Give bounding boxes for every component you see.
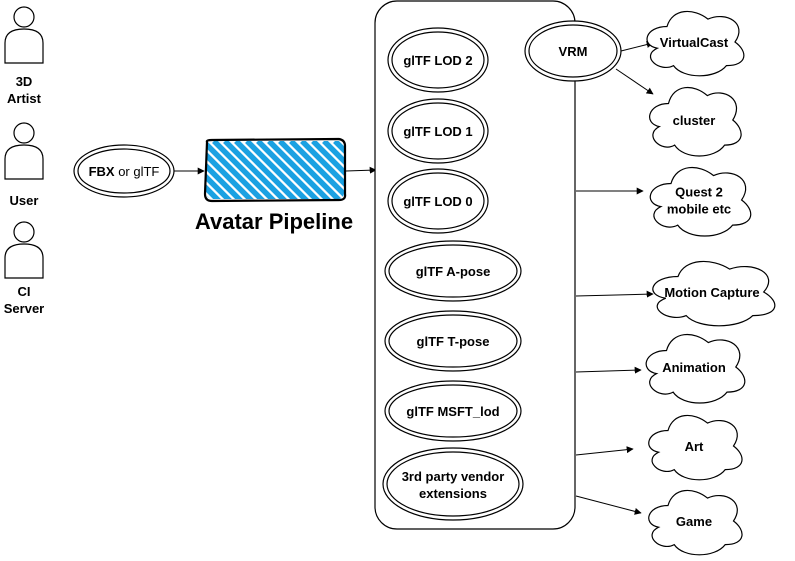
target-label: Motion Capture <box>664 285 759 300</box>
edge-pipeline-to-outputs <box>345 166 377 174</box>
hatch-line <box>278 141 342 199</box>
actor-ci-server: CI Server <box>4 221 44 316</box>
target-cloud-art[interactable]: Art <box>648 415 743 481</box>
target-label: Game <box>676 514 712 529</box>
output-gltf-a-pose[interactable]: glTF A-pose <box>384 240 522 302</box>
hatch-line <box>267 141 331 199</box>
cloud-shape <box>646 11 745 77</box>
cloud-shape <box>649 167 752 237</box>
target-cloud-cluster[interactable]: cluster <box>649 87 742 157</box>
target-cloud-mocap[interactable]: Motion Capture <box>652 260 776 327</box>
target-cloud-virtualcast[interactable]: VirtualCast <box>646 11 745 77</box>
output-label: glTF LOD 0 <box>403 194 472 209</box>
edge-to-mocap <box>575 290 654 298</box>
actor-3d-artist: 3D Artist <box>4 6 44 106</box>
output-gltf-lod1[interactable]: glTF LOD 1 <box>387 98 489 164</box>
output-label: glTF A-pose <box>416 264 491 279</box>
hatch-line <box>206 141 221 199</box>
hatch-line <box>206 141 243 199</box>
hatch-line <box>223 141 287 199</box>
actor-label-line: 3D <box>16 74 33 89</box>
output-vrm[interactable]: VRM <box>524 20 622 82</box>
output-gltf-lod2[interactable]: glTF LOD 2 <box>387 27 489 93</box>
actor-label-line: Artist <box>7 91 42 106</box>
hatch-line <box>206 141 265 199</box>
hatch-line <box>206 141 232 199</box>
edge-to-game <box>575 495 642 515</box>
hatch-line <box>289 141 344 199</box>
hatch-line <box>245 141 309 199</box>
output-label: glTF T-pose <box>417 334 490 349</box>
pipeline-label: Avatar Pipeline <box>195 209 353 234</box>
hatch-line <box>256 141 320 199</box>
output-label: glTF LOD 2 <box>403 53 472 68</box>
output-gltf-msft-lod[interactable]: glTF MSFT_lod <box>384 380 522 442</box>
edge-vrm-to-virtualcast <box>620 41 654 52</box>
actor-label-line: CI <box>18 284 31 299</box>
output-label: glTF MSFT_lod <box>406 404 499 419</box>
cloud-shape <box>648 490 743 556</box>
hatch-line <box>311 141 344 199</box>
input-node[interactable]: FBX or glTF <box>73 144 175 198</box>
person-icon <box>4 122 44 180</box>
output-label: VRM <box>559 44 588 59</box>
edge-vrm-to-cluster <box>615 68 654 95</box>
output-gltf-lod0[interactable]: glTF LOD 0 <box>387 168 489 234</box>
output-label-line: 3rd party vendor <box>402 469 505 484</box>
input-label: FBX or glTF <box>89 164 160 179</box>
actor-label-line: Server <box>4 301 44 316</box>
target-label: Quest 2 <box>675 185 723 200</box>
actor-user: User <box>4 122 44 208</box>
target-label: Animation <box>662 360 726 375</box>
edge-to-art <box>575 446 634 456</box>
cloud-shape <box>652 260 776 327</box>
hatch-line <box>206 141 254 199</box>
target-label: cluster <box>673 113 716 128</box>
person-icon <box>4 221 44 279</box>
output-label-line: extensions <box>419 486 487 501</box>
hatch-line <box>234 141 298 199</box>
hatch-line <box>322 141 344 199</box>
output-gltf-t-pose[interactable]: glTF T-pose <box>384 310 522 372</box>
target-label: mobile etc <box>667 202 731 217</box>
pipeline-node[interactable]: Avatar Pipeline <box>126 137 483 234</box>
target-label: Art <box>685 439 704 454</box>
target-cloud-quest[interactable]: Quest 2 mobile etc <box>649 167 752 237</box>
target-cloud-game[interactable]: Game <box>648 490 743 556</box>
cloud-shape <box>645 334 746 404</box>
person-icon <box>4 6 44 64</box>
edge-to-animation <box>575 366 642 374</box>
target-label: VirtualCast <box>660 35 729 50</box>
output-3rd-party-vendor-extensions[interactable]: 3rd party vendor extensions <box>382 447 524 521</box>
hatch-pattern <box>206 141 344 199</box>
cloud-shape <box>648 415 743 481</box>
cloud-shape <box>649 87 742 157</box>
hatch-line <box>212 141 276 199</box>
output-label: glTF LOD 1 <box>403 124 472 139</box>
hatch-line <box>300 141 344 199</box>
actor-label-line: User <box>10 193 39 208</box>
target-cloud-animation[interactable]: Animation <box>645 334 746 404</box>
